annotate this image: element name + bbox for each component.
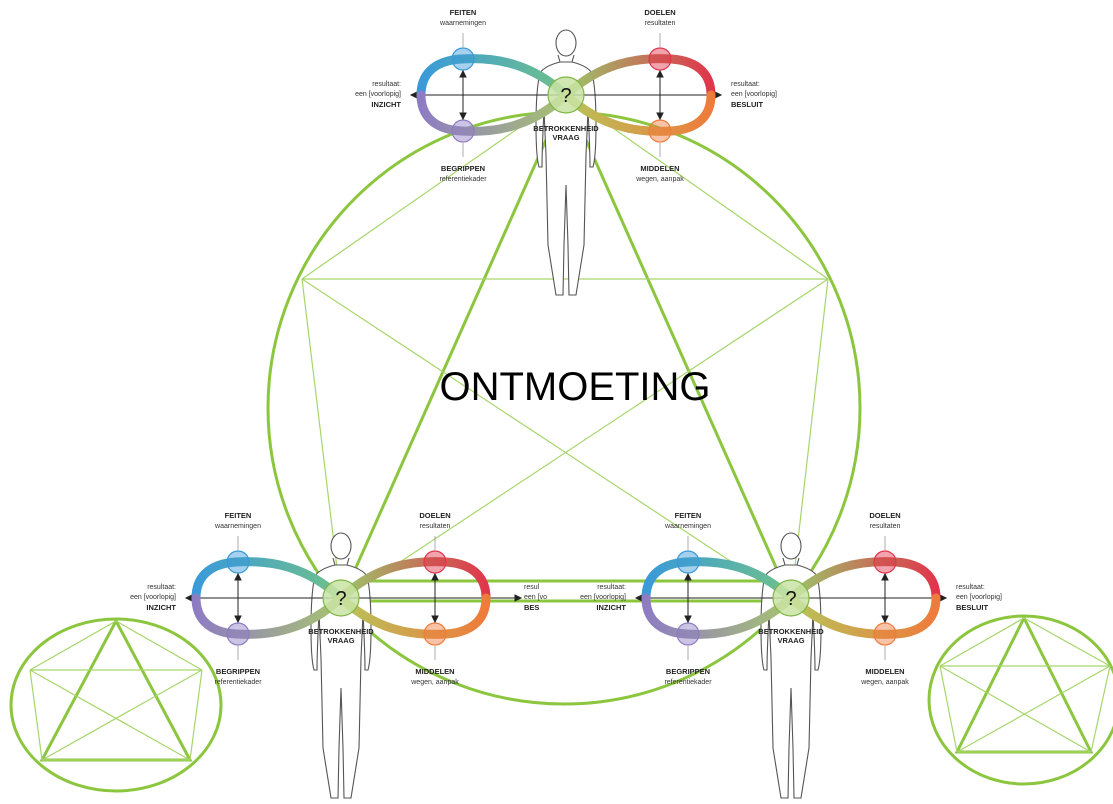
waarnemingen-label: waarnemingen [214, 523, 261, 530]
wegen-aanpak-label: wegen, aanpak [410, 679, 459, 686]
doelen-node [648, 47, 672, 71]
vertical-double-arrow-icon [881, 572, 889, 624]
left-inzicht-label: INZICHT [146, 603, 176, 612]
doelen-node [873, 550, 897, 574]
arrow-left-icon [184, 594, 193, 602]
resultaten-label: resultaten [870, 523, 901, 530]
wegen-aanpak-label: wegen, aanpak [860, 679, 909, 686]
doelen-label: DOELEN [869, 511, 900, 520]
vraag-label: VRAAG [552, 133, 579, 142]
question-mark-icon: ? [785, 588, 796, 610]
question-mark-icon: ? [560, 85, 571, 107]
node-circles [451, 33, 672, 157]
left-resultaat-label: resultaat: [597, 584, 626, 591]
doelen-label: DOELEN [419, 511, 450, 520]
left-mini-diagram [9, 617, 223, 793]
feiten-label: FEITEN [450, 8, 477, 17]
middelen-node [648, 119, 672, 143]
betrokkenheid-label: BETROKKENHEID [308, 627, 374, 636]
person-silhouette [535, 29, 597, 296]
begrippen-node [226, 622, 250, 646]
main-triangle [338, 91, 794, 603]
left-inzicht-label: INZICHT [371, 100, 401, 109]
referentiekader-label: referentiekader [664, 679, 712, 686]
feiten-label: FEITEN [225, 511, 252, 520]
begrippen-node [676, 622, 700, 646]
left-inzicht-label: INZICHT [596, 603, 626, 612]
person-silhouette [760, 532, 822, 799]
betrokkenheid-label: BETROKKENHEID [758, 627, 824, 636]
arrow-right-icon [939, 594, 948, 602]
question-circle [772, 579, 810, 617]
left-voorlopig-label: een [voorlopig] [580, 594, 626, 601]
right-besluit-label: BESLUIT [956, 603, 989, 612]
doelen-label: DOELEN [644, 8, 675, 17]
right-mini-diagram [927, 614, 1113, 786]
wegen-aanpak-label: wegen, aanpak [635, 176, 684, 183]
arrow-right-icon [714, 91, 723, 99]
middelen-node [423, 622, 447, 646]
left-resultaat-label: resultaat: [372, 81, 401, 88]
vertical-double-arrow-icon [234, 572, 242, 624]
waarnemingen-label: waarnemingen [439, 20, 486, 27]
loop-top-left [191, 557, 346, 603]
feiten-node [226, 550, 250, 574]
resultaten-label: resultaten [420, 523, 451, 530]
right-resultaat-label: resultaat: [956, 584, 985, 591]
vertical-double-arrow-icon [656, 69, 664, 121]
begrippen-label: BEGRIPPEN [216, 667, 260, 676]
right-resultaat-label: resultaat: [731, 81, 760, 88]
begrippen-label: BEGRIPPEN [441, 164, 485, 173]
question-circle [322, 579, 360, 617]
loop-bottom-left [191, 593, 346, 639]
arrow-right-icon [514, 594, 523, 602]
waarnemingen-label: waarnemingen [664, 523, 711, 530]
betrokkenheid-label: BETROKKENHEID [533, 124, 599, 133]
doelen-node [423, 550, 447, 574]
arrow-left-icon [409, 91, 418, 99]
middelen-node [873, 622, 897, 646]
loop-top-left [416, 54, 571, 100]
right-resultaat-label: resul [524, 584, 540, 591]
feiten-node [451, 47, 475, 71]
loop-bottom-left [641, 593, 796, 639]
left-voorlopig-label: een [voorlopig] [130, 594, 176, 601]
middelen-label: MIDDELEN [865, 667, 904, 676]
person-silhouette [310, 532, 372, 799]
left-resultaat-label: resultaat: [147, 584, 176, 591]
feiten-label: FEITEN [675, 511, 702, 520]
right-voorlopig-label: een [vo [524, 594, 547, 601]
referentiekader-label: referentiekader [214, 679, 262, 686]
referentiekader-label: referentiekader [439, 176, 487, 183]
question-circle [547, 76, 585, 114]
vertical-double-arrow-icon [459, 69, 467, 121]
feiten-node [676, 550, 700, 574]
right-besluit-label: BES [524, 603, 539, 612]
resultaten-label: resultaten [645, 20, 676, 27]
begrippen-node [451, 119, 475, 143]
right-voorlopig-label: een [voorlopig] [956, 594, 1002, 601]
loop-bottom-left [416, 90, 571, 136]
vertical-double-arrow-icon [431, 572, 439, 624]
middelen-label: MIDDELEN [415, 667, 454, 676]
loop-top-left [641, 557, 796, 603]
center-title: ONTMOETING [439, 365, 710, 409]
vraag-label: VRAAG [777, 636, 804, 645]
vertical-double-arrow-icon [684, 572, 692, 624]
left-voorlopig-label: een [voorlopig] [355, 91, 401, 98]
middelen-label: MIDDELEN [640, 164, 679, 173]
right-besluit-label: BESLUIT [731, 100, 764, 109]
right-voorlopig-label: een [voorlopig] [731, 91, 777, 98]
question-mark-icon: ? [335, 588, 346, 610]
begrippen-label: BEGRIPPEN [666, 667, 710, 676]
vraag-label: VRAAG [327, 636, 354, 645]
